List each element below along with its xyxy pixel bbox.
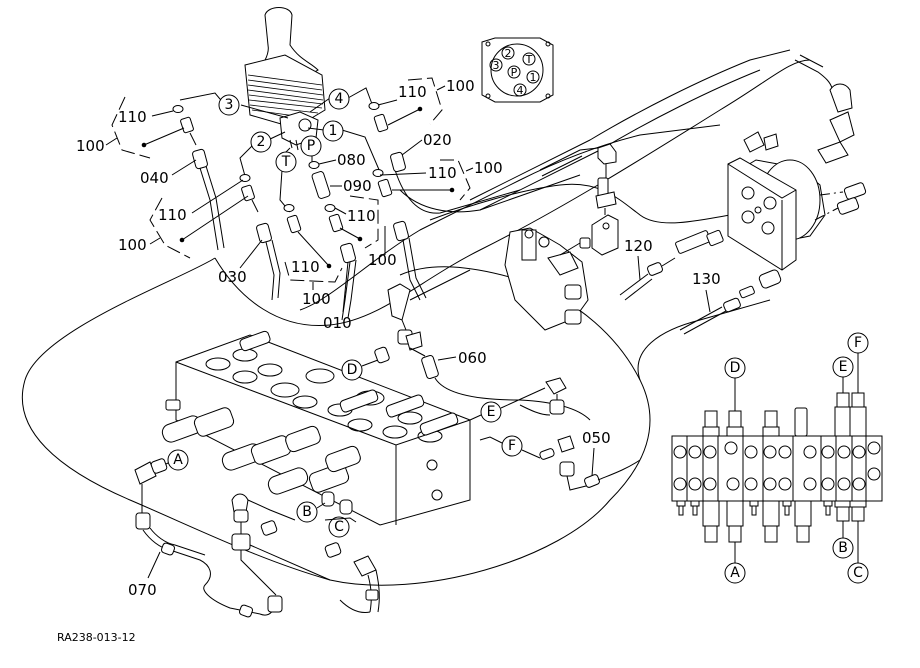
callout-110: 110: [291, 258, 320, 276]
port-plate-T: T: [525, 53, 533, 66]
swivel-joint-block: [727, 54, 867, 271]
port-label-1: 1: [329, 123, 338, 139]
connection-label-E: E: [487, 404, 496, 420]
callout-080: 080: [337, 151, 366, 169]
callout-130: 130: [692, 270, 721, 288]
schematic-label-E: E: [839, 359, 848, 375]
callout-110: 110: [428, 164, 457, 182]
control-valve-schematic: D E F A B C: [671, 332, 883, 584]
schematic-label-B: B: [838, 540, 848, 556]
port-label-4: 4: [335, 91, 344, 107]
callout-100: 100: [446, 77, 475, 95]
port-label-T: T: [281, 154, 291, 170]
schematic-label-F: F: [854, 335, 862, 351]
callout-030: 030: [218, 268, 247, 286]
callout-100: 100: [368, 251, 397, 269]
callout-110: 110: [347, 207, 376, 225]
port-label-3: 3: [225, 97, 234, 113]
callout-020: 020: [423, 131, 452, 149]
solenoid-valve: [504, 143, 619, 331]
callout-010: 010: [323, 314, 352, 332]
port-label-2: 2: [257, 134, 266, 150]
callout-100: 100: [474, 159, 503, 177]
connection-label-F: F: [508, 438, 516, 454]
port-plate-detail: 2 T 3 P 1 4: [481, 37, 554, 103]
callout-110: 110: [158, 206, 187, 224]
port-plate-1: 1: [530, 71, 537, 84]
callout-040: 040: [140, 169, 169, 187]
schematic-label-C: C: [853, 565, 863, 581]
schematic-label-A: A: [730, 565, 740, 581]
callout-110: 110: [118, 108, 147, 126]
callout-100: 100: [118, 236, 147, 254]
schematic-label-D: D: [730, 360, 741, 376]
callout-090: 090: [343, 177, 372, 195]
callout-050: 050: [582, 429, 611, 447]
connection-label-A: A: [173, 452, 183, 468]
port-plate-3: 3: [493, 59, 500, 72]
connection-label-B: B: [302, 504, 312, 520]
pilot-port-labels: 3 4 1 2 P T: [179, 87, 381, 213]
port-label-P: P: [307, 138, 315, 154]
connection-label-D: D: [347, 362, 358, 378]
callout-060: 060: [458, 349, 487, 367]
port-plate-2: 2: [505, 47, 512, 60]
lower-fittings: 060 050 070: [128, 269, 641, 618]
fittings-120-130: 120 130: [619, 229, 782, 335]
callout-100: 100: [302, 290, 331, 308]
drawing-code: RA238-013-12: [57, 631, 136, 644]
port-plate-P: P: [511, 66, 518, 79]
port-plate-4: 4: [517, 84, 524, 97]
callout-120: 120: [624, 237, 653, 255]
callout-070: 070: [128, 581, 157, 599]
control-valve-bank[interactable]: [160, 330, 471, 526]
callout-100: 100: [76, 137, 105, 155]
part-callouts-upper: 110 100 040 110 100 030 110 100 080 090 …: [76, 77, 503, 332]
callout-110: 110: [398, 83, 427, 101]
pilot-hose-fittings: [172, 102, 427, 321]
connection-label-C: C: [334, 519, 344, 535]
hose-connection-labels: A B C D E F: [157, 359, 546, 538]
